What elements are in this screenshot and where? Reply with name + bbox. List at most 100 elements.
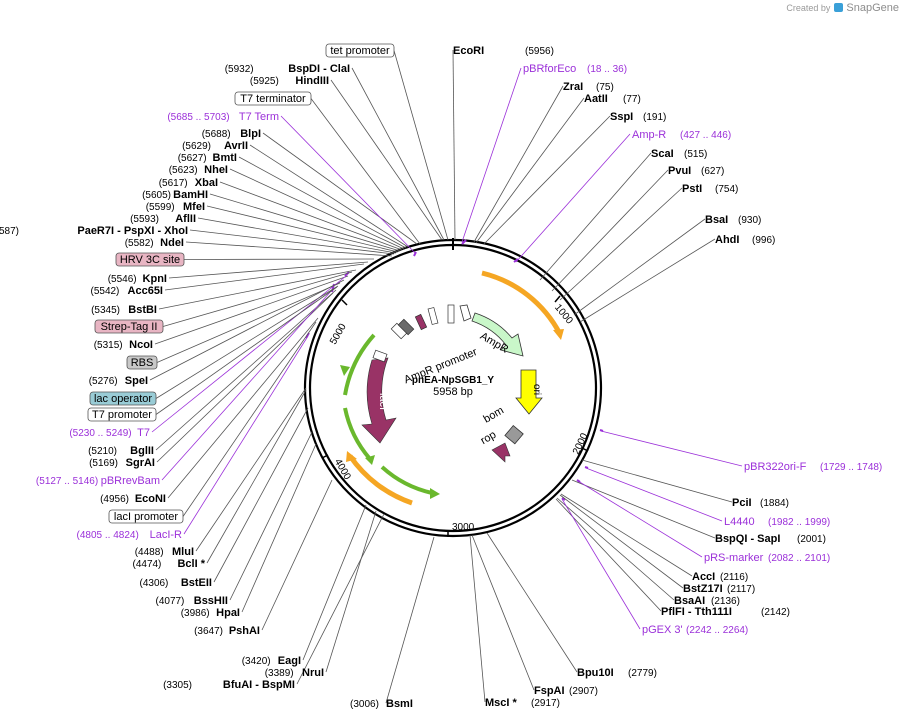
- enzyme-label: NcoI: [129, 339, 153, 351]
- orange-arc-top-right: [481, 270, 563, 336]
- enzyme-label: NdeI: [160, 237, 184, 249]
- rop-box[interactable]: [504, 424, 524, 445]
- leader-line: [195, 387, 307, 552]
- enzyme-label: AflII: [175, 213, 196, 225]
- primer-position: (427 .. 446): [680, 130, 731, 141]
- ori-arrow[interactable]: [515, 369, 543, 415]
- enzyme-position: (5345): [91, 305, 120, 316]
- primer-position: (18 .. 36): [587, 64, 627, 75]
- primer-leader-line: [600, 430, 743, 467]
- feature-box-label: tet promoter: [330, 45, 390, 57]
- enzyme-label: BlpI: [240, 128, 261, 140]
- enzyme-position: (4474): [132, 559, 161, 570]
- leader-line: [213, 407, 309, 583]
- rop-arrow[interactable]: [491, 442, 511, 463]
- leader-line: [560, 493, 693, 577]
- primer-position: (2242 .. 2264): [686, 625, 748, 636]
- enzyme-position: (3305): [163, 680, 192, 691]
- enzyme-position: (3420): [242, 656, 271, 667]
- primer-label: pBRrevBam: [101, 475, 160, 487]
- leader-line: [559, 494, 684, 589]
- green-arc-arrowhead-3: [430, 488, 440, 499]
- feature-box-label: T7 terminator: [240, 93, 306, 105]
- orange-arc-arrowhead: [553, 329, 564, 340]
- box-leader-line: [393, 50, 449, 241]
- enzyme-label: BstZ17I: [683, 583, 723, 595]
- enzyme-label: AhdI: [715, 234, 739, 246]
- leader-line: [330, 79, 443, 241]
- enzyme-label: XbaI: [195, 177, 218, 189]
- feature-rop[interactable]: rop: [479, 424, 524, 463]
- enzyme-label: BsmI: [386, 698, 413, 710]
- enzyme-label: AccI: [692, 571, 715, 583]
- leader-line: [579, 238, 716, 323]
- enzyme-label: BamHI: [173, 189, 208, 201]
- enzyme-label: BglII: [130, 445, 154, 457]
- primer-leader-line: [161, 289, 333, 481]
- enzyme-position: (5956): [525, 46, 554, 57]
- enzyme-label: BmtI: [213, 152, 237, 164]
- primer-mark: [584, 466, 589, 469]
- tick-mark: [581, 447, 589, 452]
- feature-laci[interactable]: lacI: [361, 357, 397, 444]
- enzyme-position: (5315): [94, 340, 123, 351]
- tick-label-2000: 2000: [571, 431, 591, 456]
- ampr-promoter-arrow[interactable]: [459, 304, 472, 322]
- enzyme-label: PflFI - Tth111I: [661, 606, 732, 618]
- enzyme-label: KpnI: [143, 273, 167, 285]
- leader-line: [154, 275, 349, 345]
- primer-leader-line: [561, 498, 641, 630]
- feature-ampr[interactable]: AmpR: [471, 312, 524, 357]
- enzyme-label: EcoNI: [135, 493, 166, 505]
- enzyme-position: (3647): [194, 626, 223, 637]
- rop-label: rop: [479, 429, 499, 447]
- primer-mark: [305, 332, 310, 339]
- enzyme-label: Acc65I: [128, 285, 163, 297]
- orange-track-arcs: [346, 270, 564, 506]
- leader-line: [238, 156, 407, 249]
- enzyme-position: (5688): [202, 129, 231, 140]
- plasmid-name: pnEA-NpSGB1_Y: [412, 375, 495, 386]
- enzyme-label: AatII: [584, 93, 608, 105]
- enzyme-label: NheI: [204, 164, 228, 176]
- primer-mark: [599, 429, 604, 432]
- laci-arrow[interactable]: [361, 357, 397, 444]
- enzyme-position: (5599): [146, 202, 175, 213]
- leader-line: [219, 181, 403, 251]
- enzyme-label: SspI: [610, 111, 633, 123]
- ori-label: ori: [531, 384, 542, 395]
- feature-box-label: Strep-Tag II: [101, 321, 158, 333]
- leader-line: [241, 443, 317, 613]
- leader-line: [189, 229, 395, 255]
- enzyme-label: BfuAI - BspMI: [223, 679, 295, 691]
- enzyme-label: BsaAI: [674, 595, 705, 607]
- enzyme-label: PvuI: [668, 165, 691, 177]
- leader-line: [486, 532, 578, 673]
- leader-line: [556, 497, 675, 601]
- box-leader-line: [310, 98, 421, 245]
- enzyme-position: (5546): [108, 274, 137, 285]
- enzyme-label: PshAI: [229, 625, 260, 637]
- enzyme-position: (996): [752, 235, 775, 246]
- primer-label: pRS-marker: [704, 552, 764, 564]
- leader-line: [551, 169, 669, 292]
- tick-mark: [341, 299, 348, 306]
- leader-line: [164, 263, 365, 291]
- enzyme-label: PstI: [682, 183, 702, 195]
- label-leader-lines: [149, 49, 743, 704]
- enzyme-position: (5925): [250, 76, 279, 87]
- enzyme-position: (3006): [350, 699, 379, 710]
- leader-line: [302, 504, 367, 661]
- feature-box: [115, 252, 185, 267]
- enzyme-position: (5605): [142, 190, 171, 201]
- ampr-arrow[interactable]: [471, 312, 524, 357]
- enzyme-position: (2136): [711, 596, 740, 607]
- small-feature-box: [447, 304, 455, 324]
- primer-leader-line: [151, 275, 347, 433]
- feature-ori[interactable]: ori: [515, 369, 543, 415]
- enzyme-label: ScaI: [651, 148, 674, 160]
- enzyme-label: EagI: [278, 655, 301, 667]
- enzyme-position: (754): [715, 184, 738, 195]
- credit-text: Created by: [786, 3, 831, 13]
- credit-brand: SnapGene: [846, 2, 899, 14]
